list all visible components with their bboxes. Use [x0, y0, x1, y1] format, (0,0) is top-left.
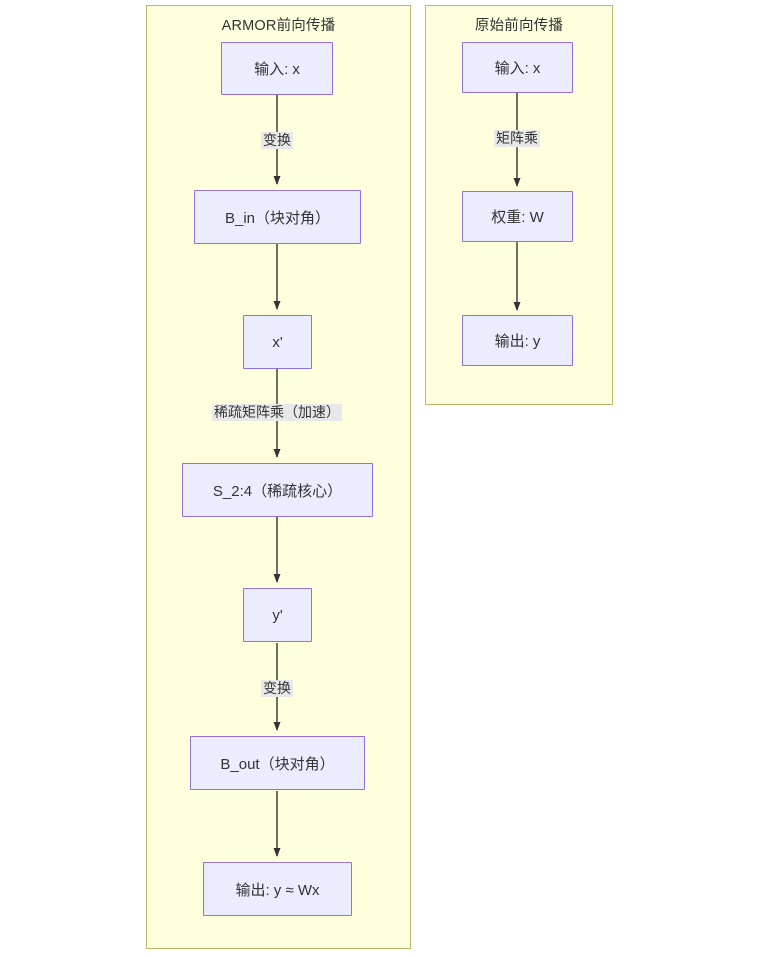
node-original-output-label: 输出: y — [494, 333, 541, 350]
node-armor-s24-core[interactable]: S_2:4（稀疏核心） — [182, 463, 373, 517]
node-armor-input[interactable]: 输入: x — [221, 42, 333, 95]
node-armor-b-in[interactable]: B_in（块对角） — [194, 190, 361, 244]
node-original-weight[interactable]: 权重: W — [462, 191, 573, 242]
node-armor-input-label: 输入: x — [254, 61, 300, 78]
node-original-weight-label: 权重: W — [491, 209, 544, 226]
node-armor-y-prime-label: y' — [272, 606, 283, 624]
node-armor-x-prime-label: x' — [272, 333, 283, 351]
subgraph-armor-title: ARMOR前向传播 — [221, 18, 336, 34]
node-armor-x-prime[interactable]: x' — [243, 315, 312, 369]
node-armor-b-out-label: B_out（块对角） — [220, 755, 335, 773]
node-original-input[interactable]: 输入: x — [462, 42, 573, 93]
node-armor-b-in-label: B_in（块对角） — [224, 209, 331, 227]
node-armor-y-prime[interactable]: y' — [243, 588, 312, 642]
edge-label-armor-sparse-matmul: 稀疏矩阵乘（加速） — [212, 404, 342, 421]
node-armor-output-label: 输出: y ≈ Wx — [235, 881, 320, 899]
subgraph-original-title: 原始前向传播 — [474, 18, 564, 34]
node-original-input-label: 输入: x — [494, 60, 541, 77]
node-armor-b-out[interactable]: B_out（块对角） — [190, 736, 365, 790]
edge-label-armor-transform-in: 变换 — [261, 132, 293, 149]
edge-label-armor-transform-out: 变换 — [261, 680, 293, 697]
node-armor-s24-core-label: S_2:4（稀疏核心） — [212, 482, 343, 500]
node-armor-output[interactable]: 输出: y ≈ Wx — [203, 862, 352, 916]
edge-label-original-matmul: 矩阵乘 — [494, 130, 540, 147]
node-original-output[interactable]: 输出: y — [462, 315, 573, 366]
